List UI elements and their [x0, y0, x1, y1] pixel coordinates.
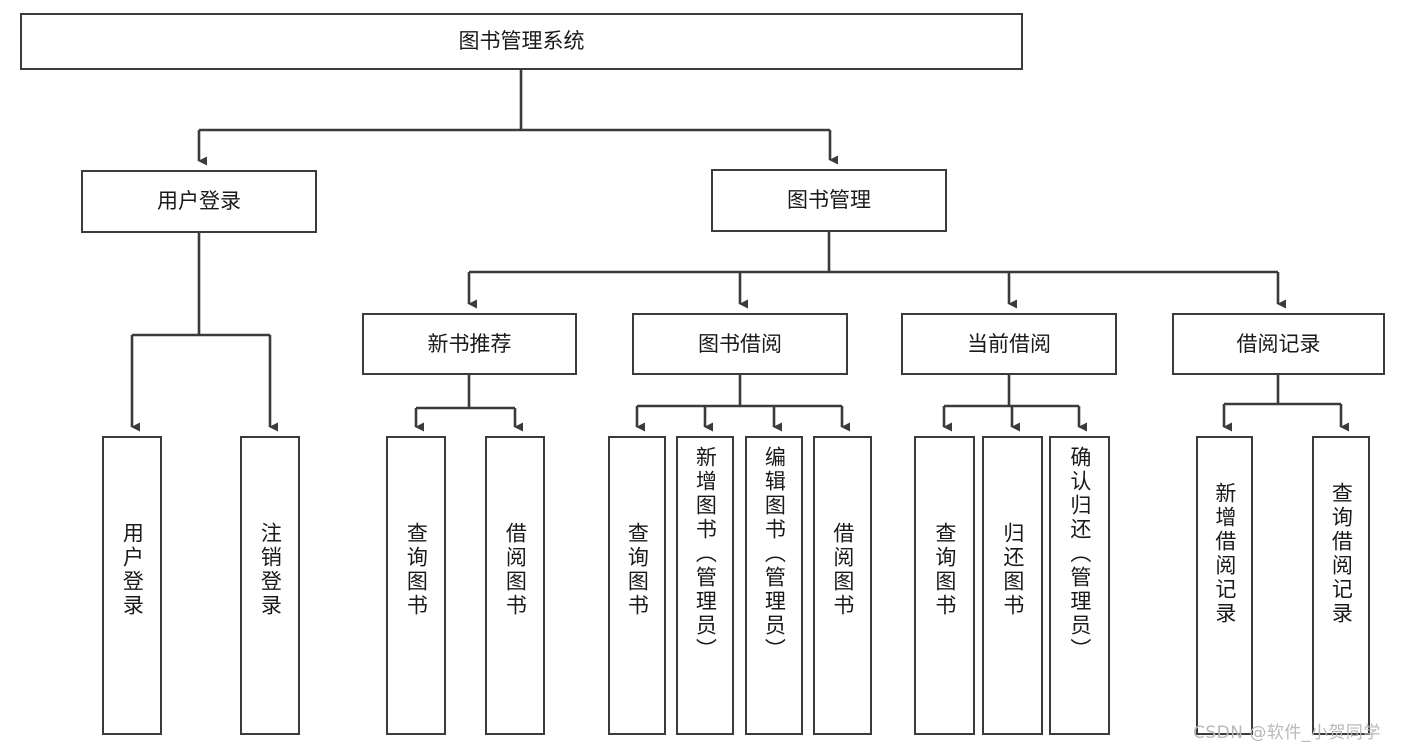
- node-label: 查询图书: [404, 522, 429, 618]
- leaf-confirm-return-admin[interactable]: 确认归还（管理员）: [1049, 436, 1110, 735]
- node-label: 借阅图书: [503, 522, 528, 618]
- node-new-book-recommendation[interactable]: 新书推荐: [362, 313, 577, 375]
- node-book-management[interactable]: 图书管理: [711, 169, 947, 232]
- node-current-borrow[interactable]: 当前借阅: [901, 313, 1117, 375]
- node-user-login[interactable]: 用户登录: [81, 170, 317, 233]
- leaf-add-borrow-record[interactable]: 新增借阅记录: [1196, 436, 1253, 735]
- node-label: 编辑图书（管理员）: [762, 446, 787, 662]
- node-label: 查询图书: [932, 522, 957, 618]
- node-book-borrow[interactable]: 图书借阅: [632, 313, 848, 375]
- node-borrow-record[interactable]: 借阅记录: [1172, 313, 1385, 375]
- leaf-query-borrow-record[interactable]: 查询借阅记录: [1312, 436, 1370, 735]
- leaf-borrow-book-recommendation[interactable]: 借阅图书: [485, 436, 545, 735]
- node-label: 借阅记录: [1236, 331, 1321, 356]
- leaf-query-book-current[interactable]: 查询图书: [914, 436, 975, 735]
- node-label: 图书借阅: [698, 331, 782, 356]
- leaf-add-book-admin[interactable]: 新增图书（管理员）: [676, 436, 734, 735]
- node-label: 归还图书: [1000, 522, 1025, 618]
- node-label: 查询图书: [625, 522, 650, 618]
- leaf-query-book-borrow[interactable]: 查询图书: [608, 436, 666, 735]
- node-label: 查询借阅记录: [1329, 482, 1354, 626]
- leaf-edit-book-admin[interactable]: 编辑图书（管理员）: [745, 436, 803, 735]
- node-label: 新书推荐: [427, 331, 512, 356]
- leaf-borrow-book[interactable]: 借阅图书: [813, 436, 872, 735]
- node-label: 新增借阅记录: [1212, 482, 1237, 626]
- node-label: 确认归还（管理员）: [1067, 446, 1092, 662]
- node-label: 注销登录: [258, 522, 283, 618]
- node-label: 用户登录: [157, 189, 241, 214]
- node-label: 当前借阅: [967, 331, 1051, 356]
- node-label: 用户登录: [120, 522, 145, 618]
- csdn-watermark: CSDN @软件_小贺同学: [1193, 723, 1381, 743]
- leaf-logout[interactable]: 注销登录: [240, 436, 300, 735]
- node-label: 图书管理系统: [458, 29, 585, 54]
- node-root-system[interactable]: 图书管理系统: [20, 13, 1023, 70]
- leaf-user-login[interactable]: 用户登录: [102, 436, 162, 735]
- node-label: 新增图书（管理员）: [693, 446, 718, 662]
- leaf-query-book-recommendation[interactable]: 查询图书: [386, 436, 446, 735]
- leaf-return-book[interactable]: 归还图书: [982, 436, 1043, 735]
- node-label: 图书管理: [787, 188, 871, 213]
- node-label: 借阅图书: [830, 522, 855, 618]
